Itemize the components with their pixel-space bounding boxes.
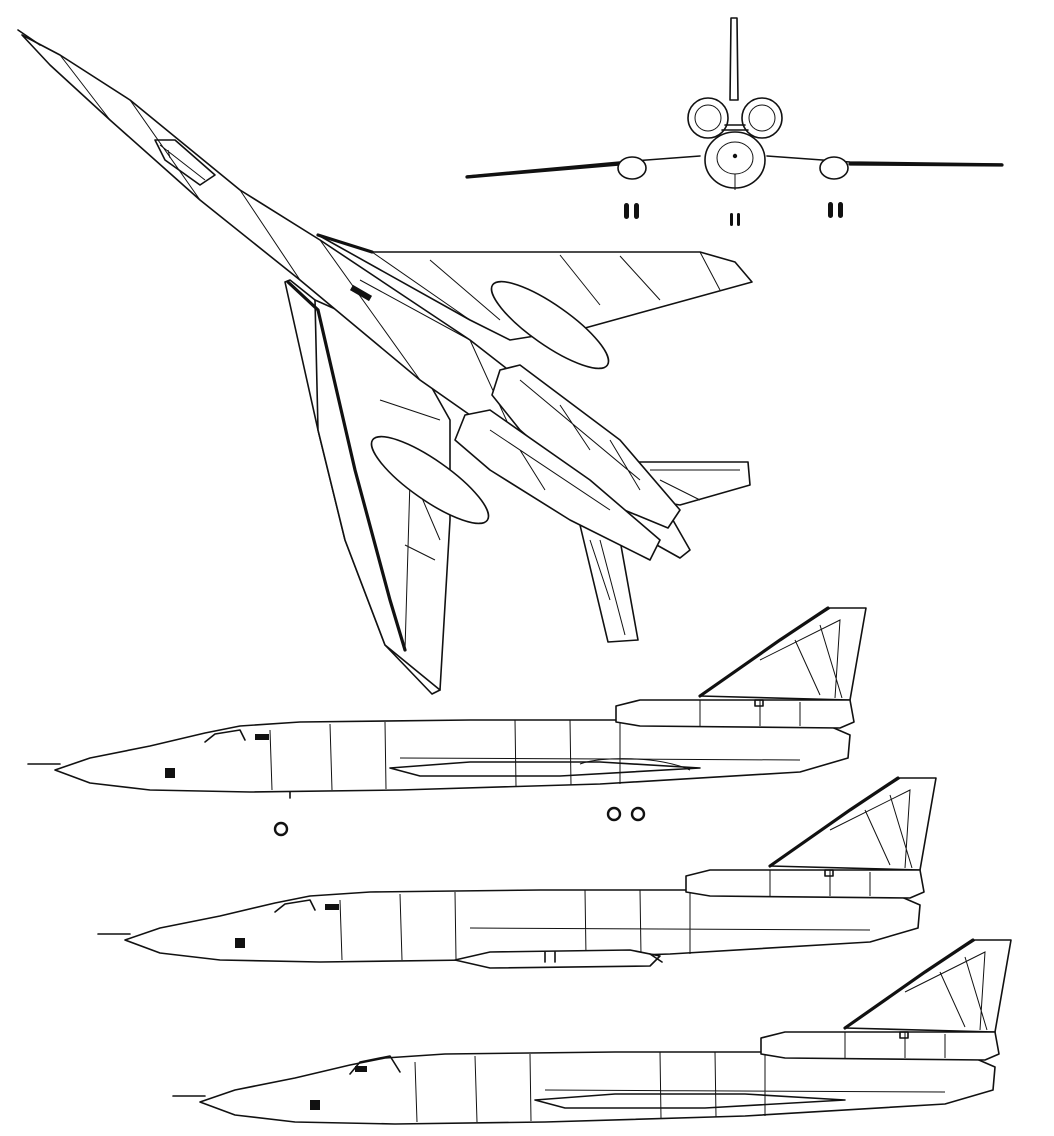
front-view-nose-gear [730, 213, 733, 226]
side-view-2-engine-nacelle [685, 869, 925, 899]
front-view-right-intake [741, 97, 783, 139]
side-view-2 [97, 776, 937, 969]
plan-view-left-wing-pod [370, 435, 490, 525]
side-view-3 [172, 938, 1012, 1125]
side-view-1-fin [699, 607, 867, 701]
side-view-1-canopy [204, 729, 246, 743]
front-view [465, 17, 1004, 226]
side-view-2-fin [769, 777, 937, 871]
plan-view-lower-engine-nacelle [454, 409, 661, 561]
side-view-1 [27, 606, 867, 837]
front-view-fin [729, 17, 739, 101]
front-view-left-intake [687, 97, 729, 139]
side-view-3-fuselage [199, 1051, 996, 1125]
plan-view-upper-engine-nacelle [491, 364, 681, 529]
front-view-left-pod [617, 156, 647, 180]
plan-view-right-wing [317, 234, 753, 341]
plan-view-right-wing-pod [490, 280, 610, 370]
plan-view [17, 29, 753, 695]
side-view-3-engine-nacelle [760, 1031, 1000, 1061]
side-view-2-external-store [454, 949, 661, 969]
side-view-2-canopy [274, 899, 316, 913]
side-view-1-main-wheel-rear [630, 806, 646, 822]
front-view-right-gear [828, 202, 833, 218]
front-view-right-pod [819, 156, 849, 180]
front-view-left-gear [624, 203, 629, 219]
side-view-1-engine-nacelle [615, 699, 855, 729]
side-view-1-nose-wheel [273, 821, 289, 837]
side-view-3-fin [844, 939, 1012, 1033]
side-view-1-main-wheel-front [606, 806, 622, 822]
side-view-1-fuselage [54, 719, 851, 793]
